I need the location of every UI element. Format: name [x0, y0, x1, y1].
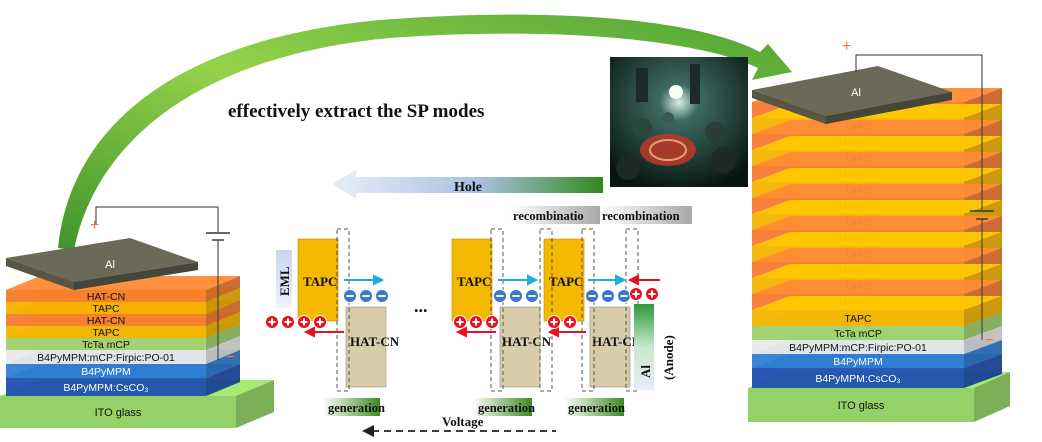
- tapc-label-1: TAPC: [303, 274, 337, 289]
- left-layer-3-label: TAPC: [92, 327, 120, 339]
- right-circuit: + −: [842, 38, 994, 349]
- tapc-box-2: [451, 238, 493, 322]
- tapc-label-3: TAPC: [549, 274, 583, 289]
- hole-8: [563, 315, 577, 329]
- recombination-bg-2: [600, 206, 692, 224]
- voltage-label: Voltage: [442, 414, 484, 429]
- hole-arrow: Hole: [332, 170, 603, 199]
- generation-bg-2: [472, 398, 532, 416]
- hole-4: [453, 315, 467, 329]
- right-plus-sign: +: [842, 38, 851, 55]
- right-layer-b4pympm-label: B4PyMPM: [833, 356, 883, 368]
- electron-7: [601, 289, 615, 303]
- al-anode-bar: [634, 304, 654, 390]
- charge-generation-schematic: EML TAPC HAT-CN ... TAPC HAT-CN TAPC HAT…: [265, 206, 692, 437]
- left-layer-5-label: B4PyMPM:mCP:Firpic:PO-01: [37, 352, 175, 364]
- right-layer-cscoo-label: B4PyMPM:CsCO₃: [815, 373, 900, 385]
- hatcn-label-2: HAT-CN: [502, 334, 552, 349]
- left-layer-1-label: TAPC: [92, 303, 120, 315]
- left-layer-2-label: HAT-CN: [87, 315, 125, 327]
- right-layer-al: Al: [752, 66, 952, 124]
- anode-hole-0: [629, 287, 643, 301]
- interface-dash-1: [336, 228, 350, 392]
- generation-label-3: generation: [568, 401, 625, 415]
- left-layer-al: Al: [6, 238, 198, 290]
- left-minus-sign: −: [226, 349, 235, 366]
- left-layer-ito-label: ITO glass: [95, 407, 142, 419]
- hole-3: [313, 315, 327, 329]
- generation-bg-1: [322, 398, 380, 416]
- charge-carriers: [265, 287, 659, 329]
- hatcn-label-3: HAT-CN: [592, 334, 642, 349]
- generation-label-2: generation: [478, 401, 535, 415]
- ellipsis: ...: [414, 296, 428, 316]
- eml-label-box: [276, 250, 292, 308]
- hole-arrows: [303, 274, 660, 338]
- right-layer-tcta-label: TcTa mCP: [834, 328, 882, 340]
- left-oled-stack: ITO glass B4PyMPM:CsCO₃ B4PyMPM B4PyMPM:mCP…: [0, 238, 274, 428]
- left-layer-0-label: HAT-CN: [87, 291, 125, 303]
- interface-dash-3: [539, 228, 553, 392]
- electron-3: [493, 289, 507, 303]
- tapc-box-1: [297, 238, 339, 322]
- hole-7: [547, 315, 561, 329]
- left-plus-sign: +: [90, 217, 99, 234]
- left-al-label: Al: [105, 259, 115, 271]
- hole-5: [469, 315, 483, 329]
- recombination-label-1: recombinatio: [513, 209, 584, 223]
- hole-6: [485, 315, 499, 329]
- anode-label: (Anode): [661, 335, 676, 380]
- generation-label-1: generation: [328, 401, 385, 415]
- recombination-label-2: recombination: [602, 209, 680, 223]
- electron-arrows: [344, 274, 627, 286]
- headline-text: effectively extract the SP modes: [228, 101, 484, 122]
- electron-1: [359, 289, 373, 303]
- hole-1: [281, 315, 295, 329]
- right-layer-repeat-13: TAPC: [752, 296, 1002, 326]
- right-layer-repeat-13-label: TAPC: [844, 313, 872, 325]
- anode-hole-1: [645, 287, 659, 301]
- electron-8: [617, 289, 631, 303]
- electron-2: [375, 289, 389, 303]
- left-layer-6-label: B4PyMPM: [81, 366, 131, 378]
- electron-6: [585, 289, 599, 303]
- hatcn-label-1: HAT-CN: [350, 334, 400, 349]
- tapc-label-2: TAPC: [457, 274, 491, 289]
- left-circuit: + −: [90, 206, 235, 366]
- hole-0: [265, 315, 279, 329]
- hatcn-box-2: [499, 306, 541, 388]
- right-layer-ito-label: ITO glass: [838, 400, 885, 412]
- hole-label: Hole: [454, 180, 482, 195]
- electron-4: [509, 289, 523, 303]
- hatcn-box-3: [589, 306, 631, 388]
- right-al-label: Al: [851, 87, 861, 99]
- recombination-bg-1: [510, 206, 600, 224]
- interface-dash-2: [490, 228, 504, 392]
- hole-2: [297, 315, 311, 329]
- right-layer-eml-label: B4PyMPM:mCP:Firpic:PO-01: [789, 342, 927, 354]
- electron-5: [525, 289, 539, 303]
- left-layer-4-label: TcTa mCP: [82, 339, 130, 351]
- right-minus-sign: −: [985, 332, 994, 349]
- device-photo: [610, 57, 748, 187]
- interface-dash-4: [581, 228, 595, 392]
- al-label: Al: [638, 365, 653, 378]
- generation-bg-3: [564, 398, 624, 416]
- extraction-arc-arrow: [58, 14, 792, 250]
- eml-label: EML: [277, 266, 292, 296]
- left-layer-7-label: B4PyMPM:CsCO₃: [63, 382, 148, 394]
- hatcn-box-1: [345, 306, 387, 388]
- electron-0: [343, 289, 357, 303]
- right-tandem-stack: ITO glass B4PyMPM:CsCO₃ B4PyMPM B4PyMPM:mCP…: [748, 66, 1010, 422]
